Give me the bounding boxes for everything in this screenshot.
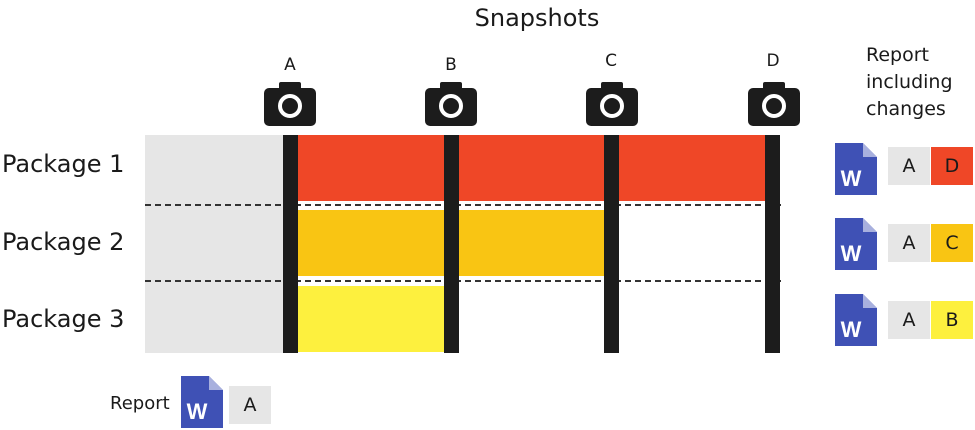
package-3-bar <box>297 286 445 352</box>
camera-icon <box>264 82 316 126</box>
report-base-box: A <box>888 301 930 339</box>
camera-icon <box>748 82 800 126</box>
report-header: Report including changes <box>866 42 953 123</box>
svg-text:W: W <box>187 399 208 424</box>
report-change-box: D <box>931 147 973 185</box>
snapshot-label-b: B <box>445 55 457 75</box>
snapshot-line-c <box>604 135 619 353</box>
snapshot-line-d <box>765 135 780 353</box>
report-change-box: C <box>931 224 973 262</box>
bottom-report-label: Report <box>110 393 170 414</box>
pre-snapshot-region <box>145 135 285 353</box>
package-label: Package 3 <box>2 305 125 333</box>
snapshot-line-a <box>283 135 298 353</box>
package-separator <box>145 280 781 282</box>
bottom-report-base-box: A <box>229 386 271 424</box>
report-header-line: including <box>866 71 953 93</box>
report-header-line: Report <box>866 44 929 66</box>
svg-text:W: W <box>841 166 862 191</box>
svg-text:W: W <box>841 317 862 342</box>
report-header-line: changes <box>866 98 946 120</box>
word-document-icon: W <box>835 218 877 270</box>
camera-icon <box>586 82 638 126</box>
word-document-icon: W <box>835 294 877 346</box>
report-base-box: A <box>888 224 930 262</box>
package-label: Package 2 <box>2 228 125 256</box>
word-document-icon: W <box>835 143 877 195</box>
report-base-box: A <box>888 147 930 185</box>
snapshot-label-d: D <box>766 51 780 71</box>
camera-icon <box>425 82 477 126</box>
package-label: Package 1 <box>2 150 125 178</box>
snapshot-label-c: C <box>605 51 617 71</box>
word-document-icon: W <box>181 376 223 428</box>
snapshot-label-a: A <box>284 55 296 75</box>
package-separator <box>145 204 781 206</box>
snapshot-line-b <box>444 135 459 353</box>
diagram-title: Snapshots <box>474 4 600 32</box>
svg-text:W: W <box>841 241 862 266</box>
report-change-box: B <box>931 301 973 339</box>
package-1-bar <box>297 135 767 201</box>
